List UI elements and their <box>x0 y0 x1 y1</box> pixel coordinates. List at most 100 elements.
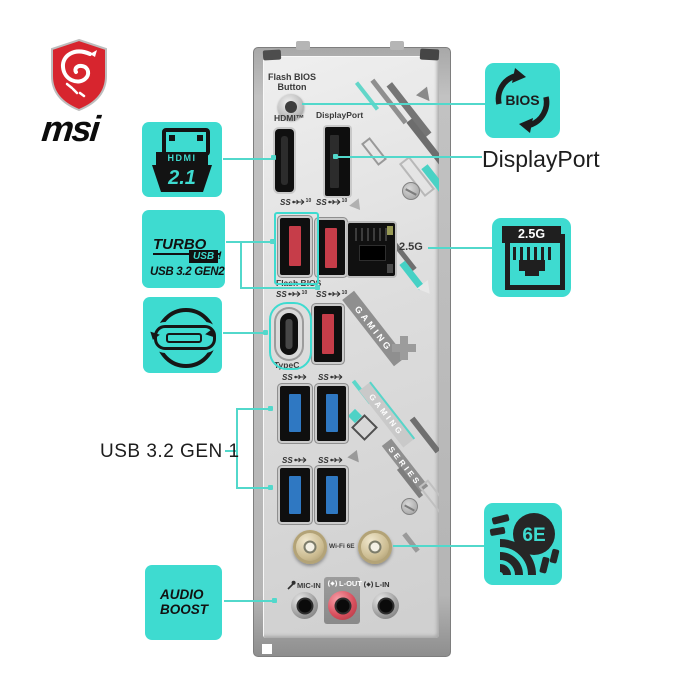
dp-port-label: DisplayPort <box>316 110 364 120</box>
line-flashbios-to-bios <box>302 103 486 105</box>
deco-slash-outline <box>418 479 439 517</box>
deco-triangle <box>347 449 364 467</box>
typec-connector-slot <box>166 332 202 343</box>
usb-ss-trident-icon <box>287 291 301 297</box>
typec-port-highlight <box>269 302 312 370</box>
speaker-icon <box>363 581 374 588</box>
usb-ss-trident-icon <box>327 291 341 297</box>
lan-callout: 2.5G <box>492 218 571 297</box>
line-out-label: L-OUT <box>327 579 362 588</box>
hdmi-port-slot <box>281 136 288 185</box>
svg-text:6E: 6E <box>522 525 545 546</box>
displayport-port <box>325 127 350 196</box>
usb-tab <box>289 394 301 432</box>
mic-icon <box>287 580 296 590</box>
usb-gen1-port-2 <box>317 386 346 441</box>
displayport-port-slot <box>330 135 339 188</box>
line-out-jack <box>328 591 357 620</box>
turbo-usb-callout: TURBO USB ! USB 3.2 GEN2 <box>142 210 225 288</box>
plus-deco-icon <box>400 336 408 360</box>
wifi-antenna-connector-2 <box>358 530 392 564</box>
usb-ss-trident-icon <box>293 374 307 380</box>
hdmi-21-callout: HDMI 2.1 <box>142 122 222 197</box>
msi-wordmark: msi <box>39 108 101 149</box>
dot-displayport <box>333 154 338 159</box>
flash-bios-button-center <box>285 101 297 113</box>
line-typec <box>223 332 267 334</box>
screw <box>402 182 420 200</box>
turbo-title: TURBO <box>153 236 221 255</box>
svg-text:BIOS: BIOS <box>505 92 539 108</box>
usb-tab <box>325 394 338 432</box>
dot-audio <box>272 598 277 603</box>
mic-in-label: MIC-IN <box>286 580 321 590</box>
lan-led <box>387 226 393 235</box>
line-gen1-bottom <box>236 487 272 489</box>
usb-ss-trident-icon <box>293 457 307 463</box>
usb-gen1-callout-label: USB 3.2 GEN 1 <box>100 441 240 462</box>
lan-led <box>387 264 393 273</box>
audio-boost-callout: AUDIO BOOST <box>145 565 222 640</box>
usb-gen2-port-3 <box>314 306 342 362</box>
usb-tab <box>289 226 301 266</box>
usb-ss-badge: SS <box>282 456 307 465</box>
usb-ss-badge: SS <box>318 456 343 465</box>
hdmi-icon-word: HDMI <box>156 152 208 165</box>
usb-tab <box>325 228 337 268</box>
lan-speed-label: 2.5G <box>399 241 423 253</box>
screw <box>401 498 418 515</box>
line-turbo-usb-1 <box>226 241 274 243</box>
deco-triangle <box>349 198 365 214</box>
line-lan <box>428 247 492 249</box>
deco-slash-outline <box>361 137 387 166</box>
usb-gen2-port-2 <box>317 220 345 275</box>
lan-icon-plug <box>525 271 539 276</box>
lan-pins <box>355 228 388 241</box>
usb-ss-trident-icon <box>329 457 343 463</box>
line-turbo-usb-2 <box>240 287 318 289</box>
displayport-callout-label: DisplayPort <box>482 146 600 172</box>
shield-tab-right <box>390 41 404 50</box>
line-in-label: L-IN <box>363 580 390 589</box>
hdmi-port-label: HDMI™ <box>274 113 305 123</box>
wifi-antenna-connector-1 <box>293 530 327 564</box>
turbo-usb-badge: USB <box>189 250 219 263</box>
line-hdmi <box>223 158 275 160</box>
typec-port-slot <box>285 319 293 349</box>
line-gen1-bracket <box>236 408 238 489</box>
usb-gen1-port-3 <box>280 468 310 522</box>
dot-turbo-usb-2 <box>315 285 320 290</box>
turbo-subtitle: USB 3.2 GEN2 <box>150 266 225 278</box>
usb-ss-badge: SS <box>318 373 343 382</box>
bios-flashback-icon: BIOS <box>495 68 550 133</box>
line-displayport <box>338 156 482 158</box>
wifi-6e-icon: 6E <box>489 513 560 576</box>
dot-hdmi <box>271 155 276 160</box>
usb-gen2-port-1 <box>280 218 310 275</box>
usb-gen1-port-4 <box>317 468 346 522</box>
audio-boost-label: AUDIO BOOST <box>160 587 209 617</box>
line-turbo-usb-riser <box>240 241 242 289</box>
hdmi-port <box>275 129 294 192</box>
usb-gen1-port-1 <box>280 386 310 441</box>
wifi-6e-callout: 6E <box>484 503 562 585</box>
lan-icon-pins <box>513 247 551 260</box>
usb-ss-trident-icon <box>291 199 305 205</box>
gaming-banner: GAMING <box>342 290 406 367</box>
lan-icon-speed: 2.5G <box>502 226 561 243</box>
usb-tab <box>325 476 338 514</box>
turbo-bang: ! <box>218 250 222 262</box>
line-gen1-text <box>225 450 238 452</box>
typec-callout <box>143 297 222 373</box>
deco-slash <box>402 532 420 553</box>
shield-tab-left <box>296 41 310 50</box>
line-audio <box>224 600 277 602</box>
bios-callout: BIOS <box>485 63 560 138</box>
usb-ss-badge: SS <box>282 373 307 382</box>
lan-plug-step <box>359 245 386 261</box>
